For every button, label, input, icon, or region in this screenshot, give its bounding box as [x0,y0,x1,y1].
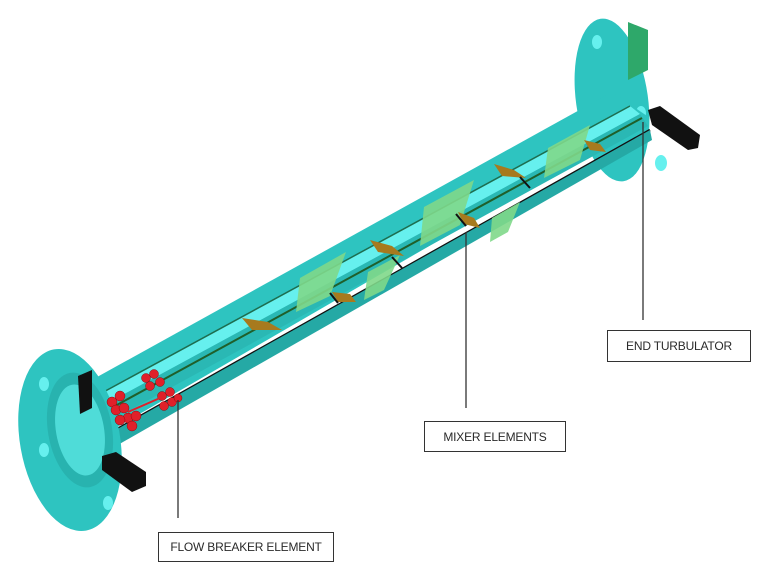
left-flange [18,348,146,532]
label-text: MIXER ELEMENTS [443,429,547,444]
label-flow-breaker-element: FLOW BREAKER ELEMENT [158,532,334,562]
label-text: FLOW BREAKER ELEMENT [170,540,322,554]
flow-breaker-element [106,369,183,432]
label-text: END TURBULATOR [626,339,732,353]
label-mixer-elements: MIXER ELEMENTS [424,421,566,452]
mixer-blades [242,125,606,330]
leader-lines [177,122,644,518]
label-end-turbulator: END TURBULATOR [607,330,751,362]
